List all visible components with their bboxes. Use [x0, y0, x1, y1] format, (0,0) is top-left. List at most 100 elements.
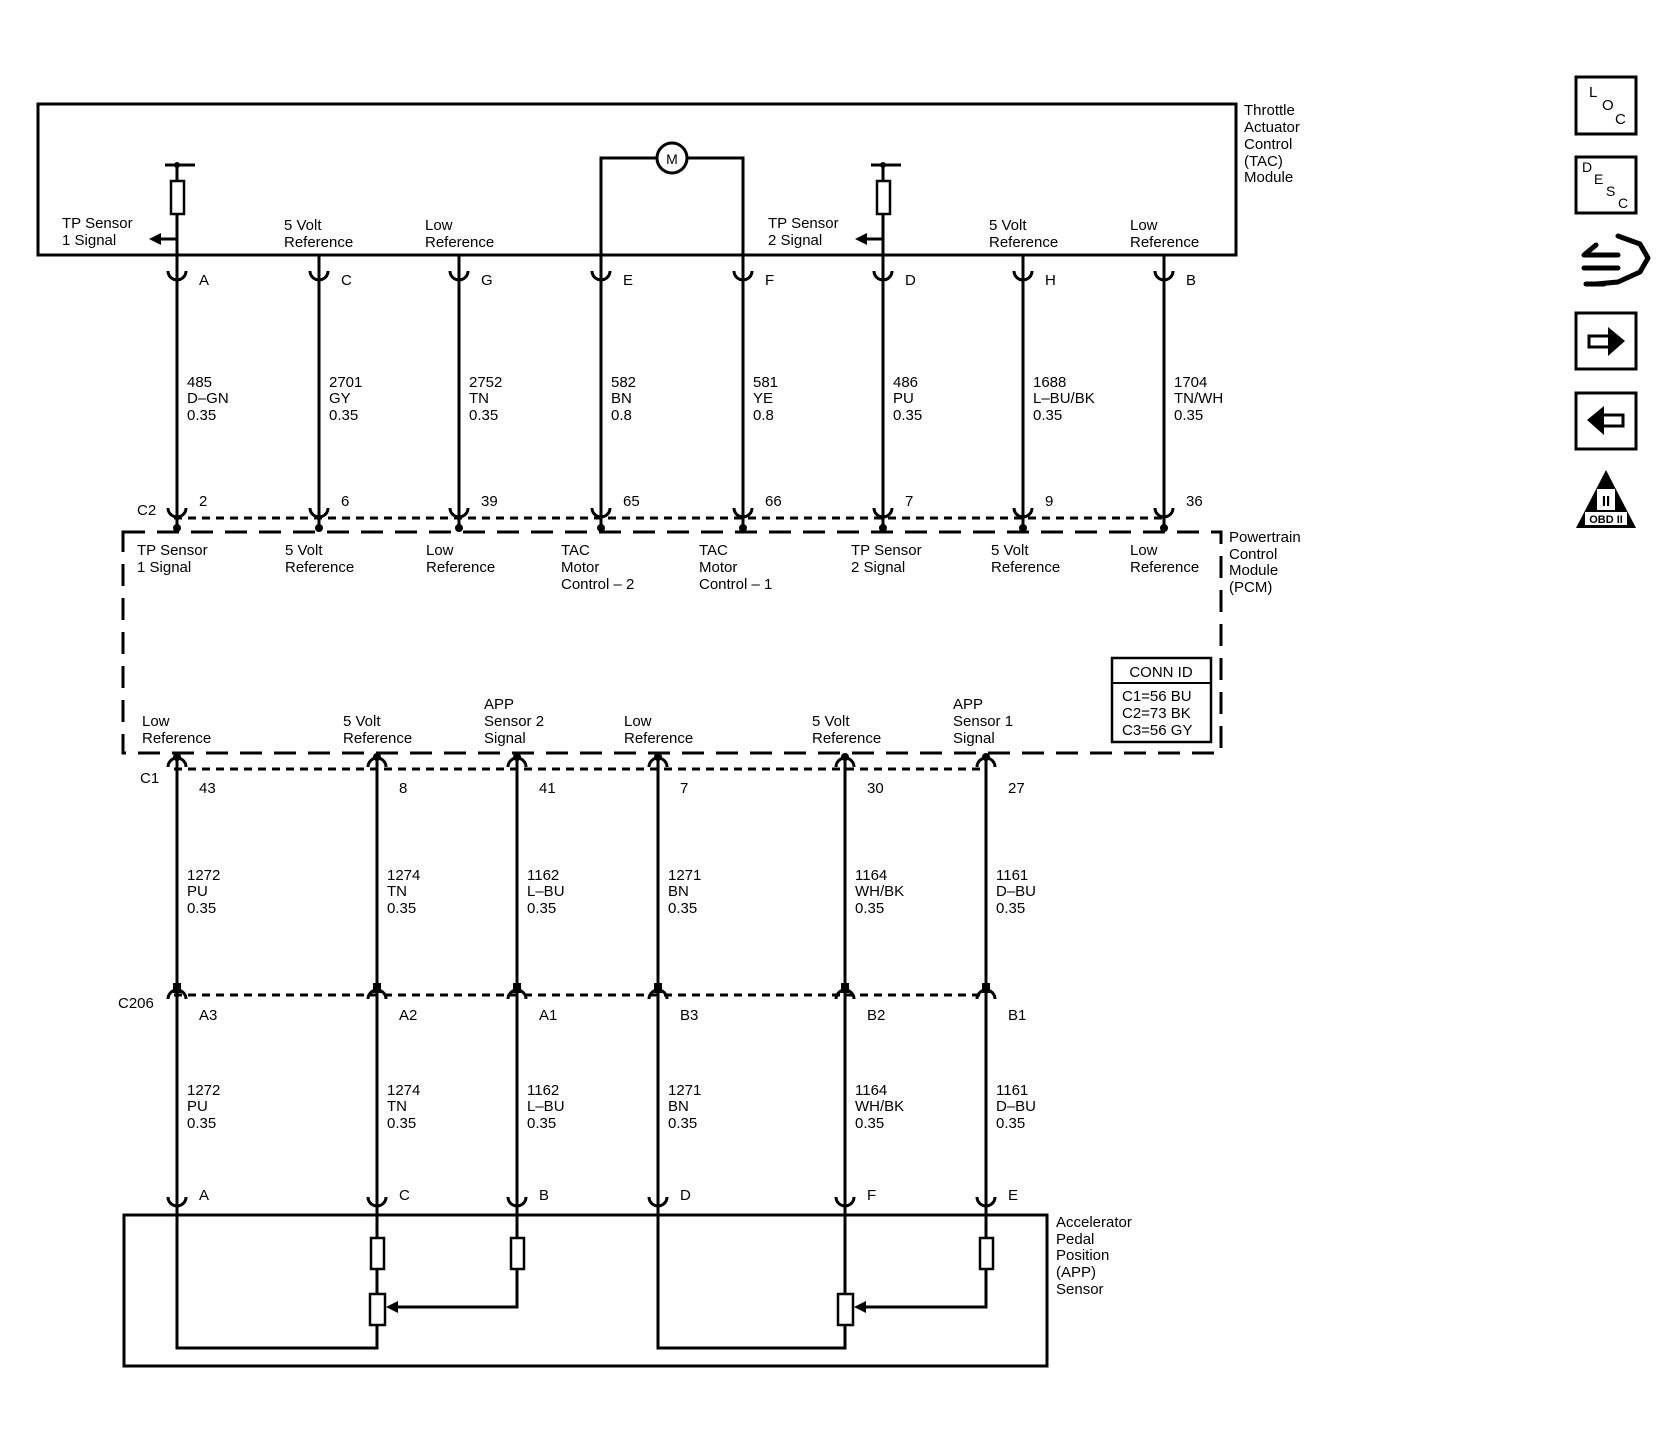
wire-color: D–BU: [996, 1098, 1036, 1115]
app-sensor: Accelerator Pedal Position (APP) Sensor: [122, 1200, 1132, 1368]
pcm-label-line: Reference: [624, 730, 693, 747]
c2-pin-label: 66: [765, 493, 782, 510]
desc-button[interactable]: D E S C: [1574, 155, 1638, 215]
app-title-line: Pedal: [1056, 1231, 1094, 1248]
connector-pin-icon: [166, 756, 188, 768]
resistor-icon: [369, 1236, 386, 1271]
pcm-title-line: Control: [1229, 546, 1277, 563]
loc-button[interactable]: L O C: [1574, 75, 1638, 136]
pcm-label-line: Reference: [142, 730, 211, 747]
resistor-icon: [978, 1236, 995, 1271]
c206-connector-label: C206: [118, 995, 154, 1012]
tac-pin-label: H: [1045, 272, 1056, 289]
wire-gauge: 0.35: [668, 900, 697, 917]
wire-gauge: 0.35: [1174, 407, 1203, 424]
wire-circuit-number: 1704: [1174, 374, 1207, 391]
next-button[interactable]: [1574, 311, 1638, 371]
connector-pin-icon: [1153, 507, 1175, 519]
wire-circuit-number: 2752: [469, 374, 502, 391]
wire-circuit-number: 1272: [187, 867, 220, 884]
c1-pin-label: 30: [867, 780, 884, 797]
app-title-line: Position: [1056, 1247, 1109, 1264]
tac-pin-label: B: [1186, 272, 1196, 289]
wire-color: PU: [893, 390, 914, 407]
connector-pin-icon: [732, 270, 754, 282]
connector-pin-icon: [732, 507, 754, 519]
tac-pin-label: A: [199, 272, 209, 289]
connector-pin-icon: [506, 756, 528, 768]
pcm-label-line: Low: [142, 713, 170, 730]
tac-label-H: 5 Volt Reference: [989, 217, 1058, 251]
wire-color: YE: [753, 390, 773, 407]
tac-title-line: Module: [1244, 169, 1293, 186]
pcm-label-line: Sensor 1: [953, 713, 1013, 730]
conn-id-line: C2=73 BK: [1122, 705, 1191, 722]
pcm-label-line: Sensor 2: [484, 713, 544, 730]
wire-gauge: 0.35: [996, 900, 1025, 917]
desc-letter: S: [1606, 183, 1615, 199]
wire-color: BN: [668, 1098, 689, 1115]
pcm-label-line: Low: [1130, 542, 1158, 559]
wrench-hand-button[interactable]: [1581, 233, 1651, 287]
wire-circuit-number: 582: [611, 374, 636, 391]
pcm-app-wires: 431272PU0.35A31272PU0.35A81274TN0.35A212…: [166, 753, 1036, 1215]
pcm-label-line: Signal: [953, 730, 995, 747]
tac-label-A: TP Sensor 1 Signal: [62, 215, 133, 249]
wire-color: L–BU/BK: [1033, 390, 1095, 407]
c2-pin-label: 65: [623, 493, 640, 510]
pcm-title-line: Module: [1229, 562, 1278, 579]
c2-pin-label: 9: [1045, 493, 1053, 510]
c2-pin-label: 2: [199, 493, 207, 510]
arrow-left-icon: [854, 1301, 866, 1313]
wire-gauge: 0.35: [996, 1115, 1025, 1132]
c1-pin-label: 27: [1008, 780, 1025, 797]
svg-text:Reference: Reference: [425, 234, 494, 251]
conn-id-line: C1=56 BU: [1122, 688, 1192, 705]
obd-ii-button[interactable]: II OBD II: [1576, 470, 1636, 528]
wire-gauge: 0.35: [387, 900, 416, 917]
svg-text:1 Signal: 1 Signal: [62, 232, 116, 249]
arrow-left-icon: [855, 233, 867, 245]
c206-pin-label: A1: [539, 1007, 557, 1024]
app-title-line: Accelerator: [1056, 1214, 1132, 1231]
svg-text:TP Sensor: TP Sensor: [768, 215, 839, 232]
connector-pin-icon: [834, 756, 856, 768]
app-pin-label: B: [539, 1187, 549, 1204]
pcm-label-line: Reference: [343, 730, 412, 747]
wire-circuit-number: 1688: [1033, 374, 1066, 391]
pcm-module: C2 Powertrain Control Module (PCM) TP Se…: [121, 502, 1301, 787]
app-pin-label: E: [1008, 1187, 1018, 1204]
arrow-left-icon: [386, 1301, 398, 1313]
connector-pin-icon: [166, 988, 188, 1000]
svg-text:Reference: Reference: [989, 234, 1058, 251]
pcm-label-line: 5 Volt: [812, 713, 850, 730]
c1-pin-label: 41: [539, 780, 556, 797]
svg-text:Low: Low: [425, 217, 453, 234]
wire-color: TN: [387, 1098, 407, 1115]
pcm-label-line: TAC: [561, 542, 590, 559]
pcm-label-line: TAC: [699, 542, 728, 559]
pcm-label-line: Control – 1: [699, 576, 772, 593]
wire-color: WH/BK: [855, 1098, 904, 1115]
back-button[interactable]: [1574, 391, 1638, 451]
c1-connector-label: C1: [140, 770, 159, 787]
svg-text:Reference: Reference: [284, 234, 353, 251]
desc-icon: [1574, 155, 1638, 215]
tac-pin-label: D: [905, 272, 916, 289]
